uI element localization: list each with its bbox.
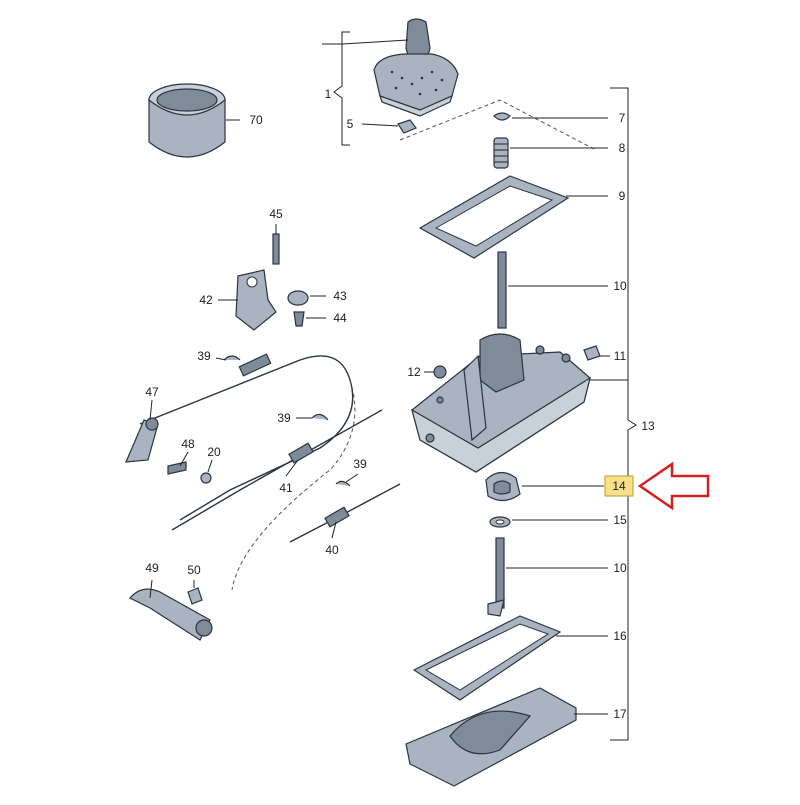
- callout-8[interactable]: 8: [619, 141, 626, 155]
- callout-label: 39: [353, 457, 367, 471]
- callout-label: 17: [613, 707, 627, 721]
- part-7-clip: [493, 112, 511, 121]
- callout-label: 48: [181, 437, 195, 451]
- callout-45[interactable]: 45: [269, 207, 283, 221]
- callout-9[interactable]: 9: [619, 189, 626, 203]
- circlips-39: [223, 355, 351, 487]
- callout-39-b[interactable]: 39: [277, 411, 291, 425]
- callout-47[interactable]: 47: [145, 385, 159, 399]
- callout-label: 13: [641, 419, 655, 433]
- callout-label: 8: [619, 141, 626, 155]
- callout-5[interactable]: 5: [347, 117, 354, 131]
- callout-17[interactable]: 17: [613, 707, 627, 721]
- part-14-bushing: [485, 471, 521, 502]
- part-47-lever: [125, 417, 159, 463]
- callout-48[interactable]: 48: [181, 437, 195, 451]
- callout-39-a[interactable]: 39: [197, 349, 211, 363]
- callout-label: 10: [613, 279, 627, 293]
- highlight-box: [604, 475, 634, 497]
- selector-cables: [139, 353, 401, 591]
- part-48-bolt: [167, 461, 187, 475]
- part-15-washer: [489, 516, 511, 528]
- callout-label: 9: [619, 189, 626, 203]
- callout-label: 39: [197, 349, 211, 363]
- part-70-sleeve: [148, 83, 226, 158]
- callout-label: 70: [249, 113, 263, 127]
- callout-label: 50: [187, 563, 201, 577]
- shift-knob-part: [373, 18, 459, 117]
- part-13-housing: [411, 333, 591, 473]
- callout-42[interactable]: 42: [199, 293, 213, 307]
- callout-label: 11: [614, 349, 627, 363]
- callout-11[interactable]: 11: [614, 349, 627, 363]
- callout-13[interactable]: 13: [641, 419, 655, 433]
- callout-label: 41: [279, 481, 293, 495]
- callout-label: 15: [613, 513, 627, 527]
- callout-12[interactable]: 12: [407, 365, 421, 379]
- part-20-washer: [200, 472, 212, 484]
- callout-50[interactable]: 50: [187, 563, 201, 577]
- callout-label: 12: [407, 365, 421, 379]
- callout-41[interactable]: 41: [279, 481, 293, 495]
- leader-lines: [149, 39, 628, 715]
- callout-label: 14: [612, 479, 626, 493]
- callout-label: 44: [333, 311, 347, 325]
- group-1-bracket: [333, 31, 350, 146]
- callout-40[interactable]: 40: [325, 543, 339, 557]
- group-13-bracket: [610, 87, 637, 741]
- callout-7[interactable]: 7: [619, 111, 626, 125]
- callout-label: 49: [145, 561, 159, 575]
- callout-label: 7: [619, 111, 626, 125]
- part-10-shaft-upper: [497, 251, 507, 329]
- part-16-seal: [412, 615, 562, 701]
- callout-70[interactable]: 70: [249, 113, 263, 127]
- part-49-lever: [129, 588, 213, 641]
- part-9-gasket: [418, 175, 570, 259]
- bracket-assembly-42-45: [235, 233, 309, 331]
- part-50-nut: [187, 587, 203, 605]
- callout-44[interactable]: 44: [333, 311, 347, 325]
- callout-label: 5: [347, 117, 354, 131]
- callout-label: 47: [145, 385, 159, 399]
- callout-label: 16: [613, 629, 627, 643]
- callout-16[interactable]: 16: [613, 629, 627, 643]
- callout-14[interactable]: 14: [604, 475, 634, 497]
- callout-label: 40: [325, 543, 339, 557]
- callout-43[interactable]: 43: [333, 289, 347, 303]
- callout-label: 42: [199, 293, 213, 307]
- part-12-grommet: [433, 365, 447, 379]
- callout-49[interactable]: 49: [145, 561, 159, 575]
- highlight-arrow: [637, 461, 710, 511]
- callout-label: 10: [613, 561, 627, 575]
- callout-label: 43: [333, 289, 347, 303]
- part-10-shaft-lower: [487, 537, 505, 617]
- callout-label: 45: [269, 207, 283, 221]
- part-11-nut: [583, 345, 601, 361]
- callout-1[interactable]: 1: [325, 87, 332, 101]
- callout-label: 39: [277, 411, 291, 425]
- part-17-base-plate: [405, 687, 577, 787]
- callout-label: 20: [207, 445, 221, 459]
- part-8-spring: [493, 137, 509, 169]
- part-5-ring: [397, 119, 417, 134]
- callout-label: 1: [325, 87, 332, 101]
- callout-15[interactable]: 15: [613, 513, 627, 527]
- callout-10-lower[interactable]: 10: [613, 561, 627, 575]
- callout-39-c[interactable]: 39: [353, 457, 367, 471]
- callout-20[interactable]: 20: [207, 445, 221, 459]
- callout-10-upper[interactable]: 10: [613, 279, 627, 293]
